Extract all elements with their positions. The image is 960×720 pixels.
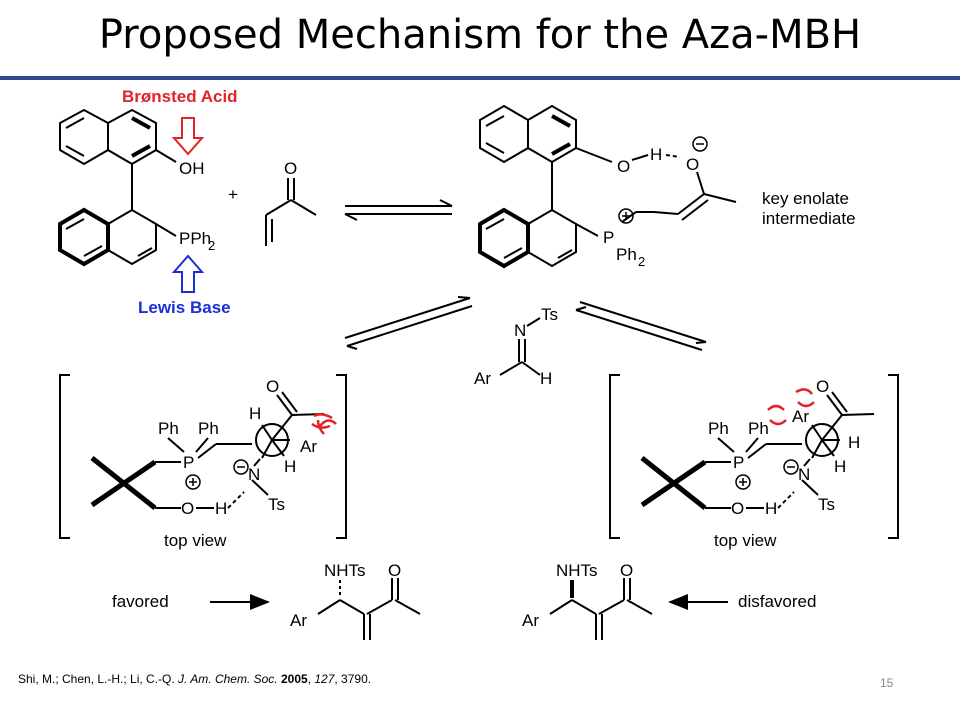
left-ts-h-right: H [284, 457, 296, 476]
negative-charge-icon [692, 136, 708, 152]
left-ts-h-top: H [249, 404, 261, 423]
right-ts-h-bottom: H [765, 499, 777, 518]
left-transition-state [59, 374, 347, 539]
imine-ts-label: Ts [541, 305, 558, 324]
favored-label: favored [112, 592, 169, 611]
left-ts-ar-label: Ar [300, 437, 317, 456]
slide-title: Proposed Mechanism for the Aza-MBH [98, 12, 862, 58]
imine-n-label: N [514, 321, 526, 340]
favored-ar-label: Ar [290, 611, 307, 630]
left-ts-n-label: N [248, 465, 260, 484]
favored-product [317, 578, 421, 640]
intermediate-caption: intermediate [762, 209, 856, 228]
imine-reagent [499, 317, 541, 376]
key-enolate-caption: key enolate [762, 189, 849, 208]
right-ts-ts-label: Ts [818, 495, 835, 514]
positive-charge-icon [618, 208, 634, 224]
right-ts-caption: top view [714, 531, 777, 550]
right-ts-h-low: H [834, 457, 846, 476]
intermediate-h-label: H [650, 145, 662, 164]
imine-h-label: H [540, 369, 552, 388]
citation: Shi, M.; Chen, L.-H.; Li, C.-Q. J. Am. C… [18, 672, 372, 686]
intermediate-ph2-label: Ph [616, 245, 637, 264]
intermediate-o-label: O [617, 157, 630, 176]
right-ts-p-label: P [733, 453, 744, 472]
page-number: 15 [880, 676, 894, 690]
binol-phosphine-catalyst [58, 108, 177, 267]
left-ts-negative-icon [233, 459, 249, 475]
right-ts-ph1: Ph [708, 419, 729, 438]
imine-ar-label: Ar [474, 369, 491, 388]
left-ts-positive-icon [185, 474, 201, 490]
disfavored-o-label: O [620, 561, 633, 580]
intermediate-ph2-subscript: 2 [638, 254, 645, 269]
citation-journal: J. Am. Chem. Soc. [178, 672, 278, 686]
equilibrium-arrows-top [344, 199, 453, 221]
right-ts-positive-icon [735, 474, 751, 490]
ketone-o-label: O [284, 159, 297, 178]
right-ts-n-label: N [798, 465, 810, 484]
methyl-vinyl-ketone [265, 178, 317, 246]
bronsted-acid-label: Brønsted Acid [122, 87, 238, 106]
title-underline [0, 76, 960, 80]
right-ts-h-right: H [848, 433, 860, 452]
disfavored-nhts-label: NHTs [556, 561, 598, 580]
left-ts-p-label: P [183, 453, 194, 472]
favored-o-label: O [388, 561, 401, 580]
pph2-subscript: 2 [208, 238, 215, 253]
left-ts-o-bottom: O [181, 499, 194, 518]
lewis-base-label: Lewis Base [138, 298, 231, 317]
disfavored-label: disfavored [738, 592, 816, 611]
lewis-arrow-icon [171, 254, 205, 293]
left-ts-caption: top view [164, 531, 227, 550]
citation-pages: , 3790. [334, 672, 372, 686]
left-ts-o-label: O [266, 377, 279, 396]
left-ts-ts-label: Ts [268, 495, 285, 514]
oh-label: OH [179, 159, 205, 178]
equilibrium-arrows-left [344, 296, 473, 350]
pph2-label: PPh [179, 229, 211, 248]
left-ts-ph1: Ph [158, 419, 179, 438]
equilibrium-arrows-right [575, 301, 707, 351]
right-ts-ph2: Ph [748, 419, 769, 438]
enolate-intermediate [478, 104, 737, 269]
plus-sign: + [228, 185, 238, 204]
right-steric-clash-icon [767, 404, 787, 426]
left-ts-h-bottom: H [215, 499, 227, 518]
right-ts-o-label: O [816, 377, 829, 396]
right-transition-state [609, 374, 899, 539]
right-ts-ar-label: Ar [792, 407, 809, 426]
bronsted-arrow-icon [171, 117, 205, 156]
favored-nhts-label: NHTs [324, 561, 366, 580]
right-ts-o-bottom: O [731, 499, 744, 518]
disfavored-product [549, 578, 653, 640]
citation-authors: Shi, M.; Chen, L.-H.; Li, C.-Q. [18, 672, 179, 686]
citation-volume: 127 [314, 672, 335, 686]
disfavored-ar-label: Ar [522, 611, 539, 630]
citation-year: 2005 [280, 672, 308, 686]
intermediate-p-label: P [603, 228, 614, 247]
left-ts-ph2: Ph [198, 419, 219, 438]
right-ts-negative-icon [783, 459, 799, 475]
intermediate-o-minus-label: O [686, 155, 699, 174]
